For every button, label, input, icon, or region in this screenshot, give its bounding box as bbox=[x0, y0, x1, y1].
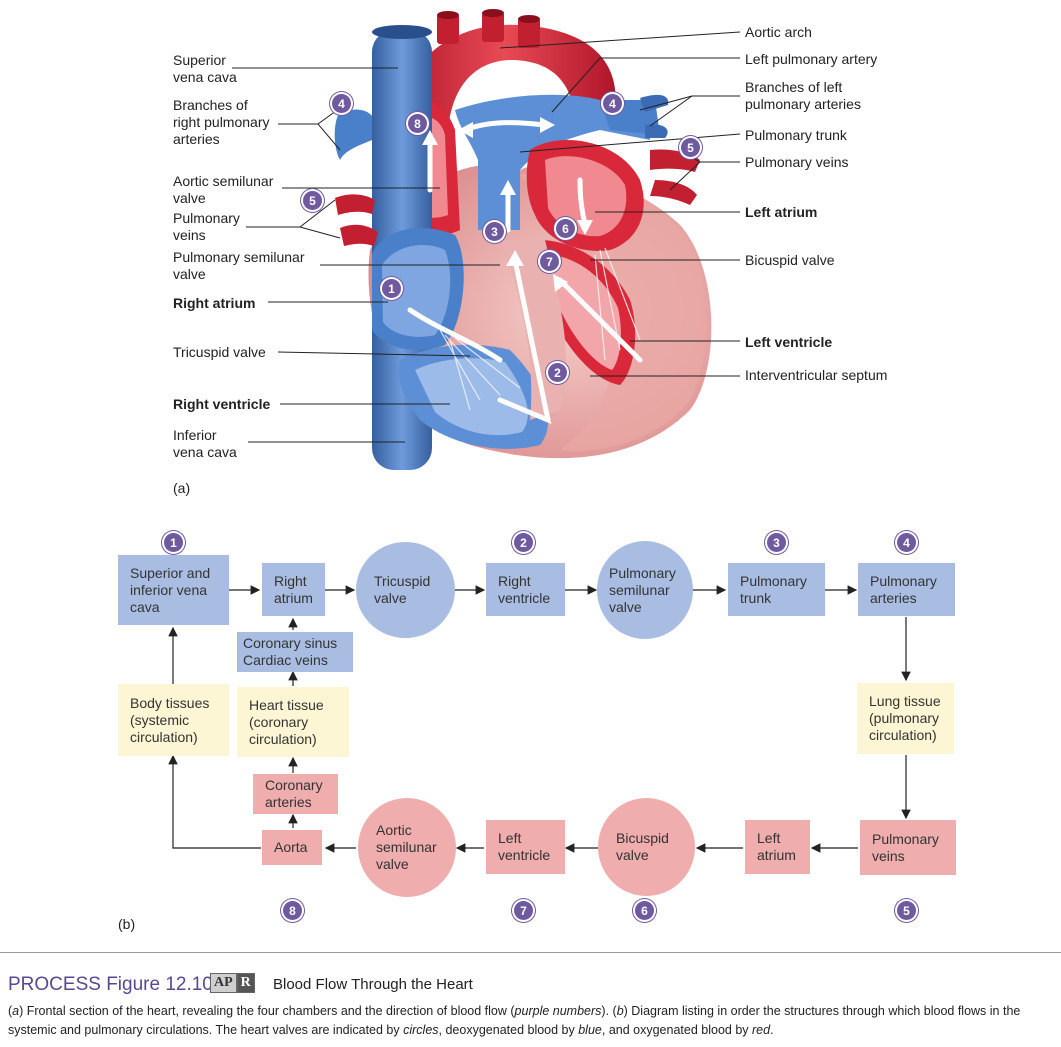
caption-circles: circles bbox=[403, 1023, 439, 1037]
flow-badge-6: 6 bbox=[635, 901, 654, 920]
step-badge-4-left: 4 bbox=[332, 94, 351, 113]
flow-badge-4: 4 bbox=[897, 533, 916, 552]
flow-badge-1: 1 bbox=[164, 533, 183, 552]
label-pulmonary-veins-left: Pulmonary veins bbox=[173, 210, 240, 243]
caption-letter-b: b bbox=[616, 1004, 624, 1018]
step-badge-1: 1 bbox=[382, 279, 401, 298]
label-interventricular-septum: Interventricular septum bbox=[745, 367, 888, 383]
step-badge-6: 6 bbox=[556, 219, 575, 238]
caption-blue: blue bbox=[578, 1023, 602, 1037]
node-pulmonary-veins: Pulmonary veins bbox=[860, 820, 956, 875]
figure-title: PROCESS Figure 12.10 bbox=[8, 974, 213, 995]
label-left-pulmonary-artery: Left pulmonary artery bbox=[745, 51, 878, 67]
caption-letter-a: a bbox=[12, 1004, 20, 1018]
label-branches-left-pulmonary-arteries: Branches of left pulmonary arteries bbox=[745, 79, 861, 112]
pulmonary-trunk-shape bbox=[455, 94, 650, 230]
node-heart-tissue: Heart tissue (coronary circulation) bbox=[237, 687, 349, 757]
flow-badge-2: 2 bbox=[514, 533, 533, 552]
label-inferior-vena-cava: Inferior vena cava bbox=[173, 427, 237, 460]
node-right-atrium: Right atrium bbox=[262, 563, 325, 616]
label-pulmonary-veins-right: Pulmonary veins bbox=[745, 154, 849, 170]
caption-purple-numbers: purple numbers bbox=[514, 1004, 602, 1018]
node-lung-tissue: Lung tissue (pulmonary circulation) bbox=[857, 683, 954, 754]
label-left-ventricle: Left ventricle bbox=[745, 334, 833, 350]
panel-label-a: (a) bbox=[173, 480, 191, 496]
step-badge-4-right: 4 bbox=[603, 94, 622, 113]
label-right-atrium: Right atrium bbox=[173, 295, 256, 311]
node-vena-cava: Superior and inferior vena cava bbox=[118, 555, 229, 625]
flow-badge-7: 7 bbox=[514, 901, 533, 920]
caption-part: ) Frontal section of the heart, revealin… bbox=[19, 1004, 515, 1018]
node-pulmonary-semilunar-valve: Pulmonary semilunar valve bbox=[597, 541, 693, 639]
label-bicuspid-valve: Bicuspid valve bbox=[745, 252, 835, 268]
figure-caption: (a) Frontal section of the heart, reveal… bbox=[8, 1002, 1058, 1040]
apr-logo-ap: AP bbox=[210, 973, 237, 993]
node-pulmonary-arteries: Pulmonary arteries bbox=[858, 563, 955, 616]
node-body-tissues: Body tissues (systemic circulation) bbox=[118, 684, 229, 756]
step-badge-3: 3 bbox=[485, 222, 504, 241]
step-badge-5-right: 5 bbox=[681, 138, 700, 157]
flow-badge-3: 3 bbox=[767, 533, 786, 552]
node-tricuspid-valve: Tricuspid valve bbox=[356, 542, 455, 638]
label-pulmonary-semilunar-valve: Pulmonary semilunar valve bbox=[173, 249, 305, 282]
node-aorta: Aorta bbox=[262, 830, 322, 865]
flow-badge-8: 8 bbox=[283, 901, 302, 920]
caption-part: , deoxygenated blood by bbox=[438, 1023, 579, 1037]
node-coronary-sinus: Coronary sinus Cardiac veins bbox=[237, 632, 353, 672]
step-badge-5-left: 5 bbox=[303, 191, 322, 210]
caption-red: red bbox=[752, 1023, 771, 1037]
label-aortic-semilunar-valve: Aortic semilunar valve bbox=[173, 173, 274, 206]
panel-label-b: (b) bbox=[118, 916, 136, 932]
caption-part: , and oxygenated blood by bbox=[601, 1023, 752, 1037]
node-bicuspid-valve: Bicuspid valve bbox=[598, 798, 695, 896]
node-pulmonary-trunk: Pulmonary trunk bbox=[728, 563, 825, 616]
label-right-ventricle: Right ventricle bbox=[173, 396, 271, 412]
caption-part: . bbox=[770, 1023, 774, 1037]
node-left-ventricle: Left ventricle bbox=[486, 820, 565, 874]
node-right-ventricle: Right ventricle bbox=[486, 563, 565, 616]
apr-logo-r: R bbox=[236, 973, 255, 993]
label-left-atrium: Left atrium bbox=[745, 204, 818, 220]
aortic-arch bbox=[392, 24, 616, 175]
label-pulmonary-trunk: Pulmonary trunk bbox=[745, 127, 847, 143]
flow-arrow-rv bbox=[497, 257, 552, 425]
figure-subtitle: Blood Flow Through the Heart bbox=[273, 976, 473, 993]
label-branches-right-pulmonary-arteries: Branches of right pulmonary arteries bbox=[173, 97, 270, 147]
step-badge-8: 8 bbox=[408, 114, 427, 133]
node-coronary-arteries: Coronary arteries bbox=[253, 774, 338, 814]
node-left-atrium: Left atrium bbox=[745, 820, 810, 874]
label-tricuspid-valve: Tricuspid valve bbox=[173, 344, 266, 360]
flow-arrow-ra bbox=[407, 307, 503, 363]
caption-divider bbox=[0, 952, 1061, 953]
caption-part: ). ( bbox=[601, 1004, 617, 1018]
label-aortic-arch: Aortic arch bbox=[745, 24, 812, 40]
caption-part: ) Diagram listing in order the structure… bbox=[8, 1004, 1021, 1037]
caption-part: ( bbox=[8, 1004, 13, 1018]
step-badge-7: 7 bbox=[540, 252, 559, 271]
step-badge-2: 2 bbox=[548, 363, 567, 382]
flow-badge-5: 5 bbox=[897, 901, 916, 920]
flow-arrow-lv bbox=[557, 277, 643, 363]
node-aortic-semilunar-valve: Aortic semilunar valve bbox=[358, 798, 456, 897]
apr-logo: AP R bbox=[210, 973, 255, 993]
label-superior-vena-cava: Superior vena cava bbox=[173, 52, 237, 85]
